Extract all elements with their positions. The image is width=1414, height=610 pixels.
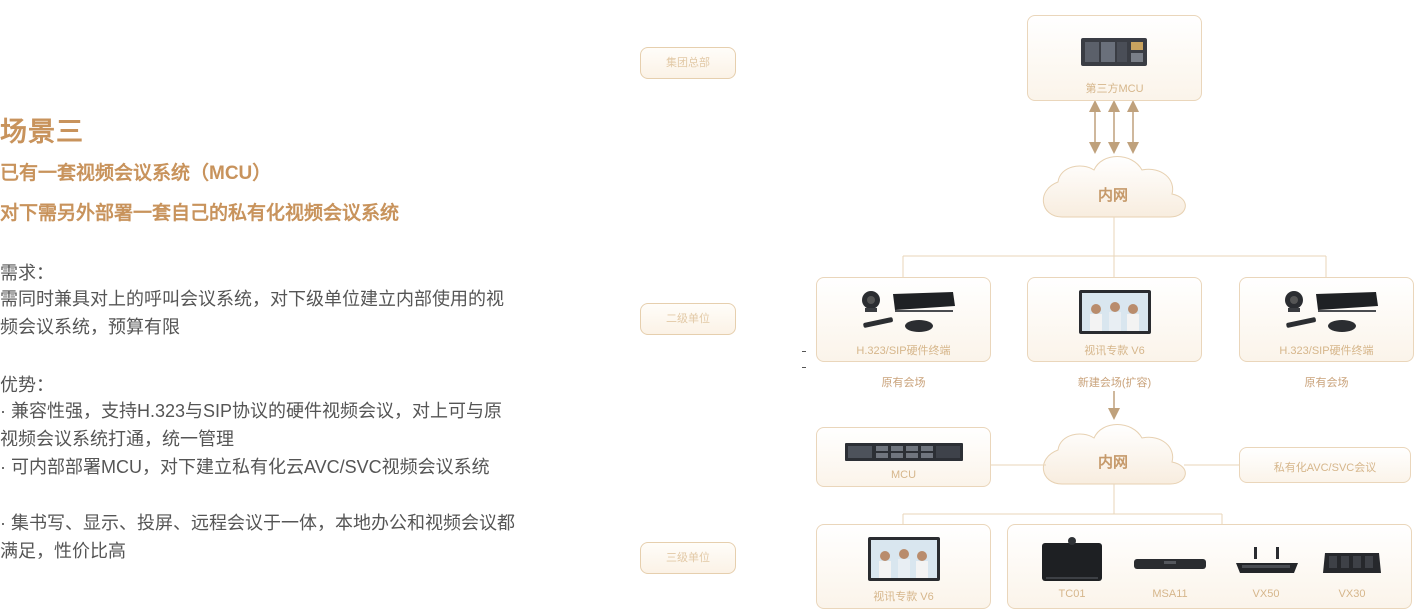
device-label-vx30: VX30 — [1338, 588, 1366, 600]
mcu-label: MCU — [890, 469, 917, 481]
need-label: 需求： — [0, 263, 54, 283]
bottom-v6-box: 视讯专款 V6 — [816, 524, 991, 609]
terminal-center-label: 视讯专款 V6 — [1084, 345, 1145, 357]
terminal-right-box: H.323/SIP硬件终端 — [1239, 277, 1414, 362]
device-label-tc01: TC01 — [1058, 588, 1086, 600]
caption-center: 新建会场(扩容) — [1077, 377, 1152, 389]
device-label-vx50: VX50 — [1252, 588, 1280, 600]
need-text: 需同时兼具对上的呼叫会议系统，对下级单位建立内部使用的视频会议系统，预算有限 — [0, 289, 504, 337]
terminal-right-label: H.323/SIP硬件终端 — [1279, 345, 1374, 357]
display-screen-icon — [868, 537, 940, 581]
private-cloud-label: 私有化AVC/SVC会议 — [1273, 462, 1377, 474]
scene-title: 场景三 — [0, 117, 84, 147]
bottom-v6-label: 视讯专款 V6 — [873, 591, 934, 603]
video-terminal-kit-icon — [862, 291, 955, 332]
terminal-left-box: H.323/SIP硬件终端 — [816, 277, 991, 362]
vx50-router-icon — [1236, 547, 1298, 573]
tier-level2: 二级单位 — [640, 303, 736, 335]
tier-level3: 三级单位 — [640, 542, 736, 574]
server-chassis-icon — [1081, 38, 1147, 66]
video-terminal-kit-icon — [1285, 291, 1378, 332]
terminal-left-label: H.323/SIP硬件终端 — [856, 345, 951, 357]
vx30-box-icon — [1323, 553, 1381, 573]
tier-group-hq: 集团总部 — [640, 47, 736, 79]
third-party-mcu-label: 第三方MCU — [1085, 83, 1144, 95]
subtitle-private-deploy: 对下需另外部署一套自己的私有化视频会议系统 — [0, 203, 400, 224]
dash-mark — [802, 351, 806, 352]
private-cloud-box: 私有化AVC/SVC会议 — [1239, 447, 1411, 483]
dash-mark — [802, 367, 806, 368]
msa11-soundbar-icon — [1134, 559, 1206, 569]
advantage-2: · 可内部部署MCU，对下建立私有化云AVC/SVC视频会议系统 — [0, 457, 490, 477]
terminal-center-box: 视讯专款 V6 — [1027, 277, 1202, 362]
third-party-mcu-box: 第三方MCU — [1027, 15, 1202, 101]
caption-right: 原有会场 — [1304, 377, 1349, 389]
advantage-1: · 兼容性强，支持H.323与SIP协议的硬件视频会议，对上可与原视频会议系统打… — [0, 401, 503, 449]
caption-left: 原有会场 — [881, 377, 926, 389]
cloud-bottom-shape — [1042, 424, 1186, 485]
advantage-3: · 集书写、显示、投屏、远程会议于一体，本地办公和视频会议都满足，性价比高 — [0, 513, 515, 561]
device-group-box: TC01 MSA11 VX50 VX30 — [1007, 524, 1412, 609]
intranet-top-label: 内网 — [1098, 187, 1129, 204]
intranet-bottom-label: 内网 — [1098, 454, 1129, 471]
subtitle-existing-mcu: 已有一套视频会议系统（MCU） — [0, 163, 272, 184]
display-screen-icon — [1079, 290, 1151, 334]
cloud-top-shape — [1042, 156, 1186, 218]
mcu-box: MCU — [816, 427, 991, 487]
device-label-msa11: MSA11 — [1152, 588, 1188, 600]
rack-server-icon — [845, 443, 963, 461]
tc01-device-icon — [1042, 537, 1102, 581]
advantage-label: 优势： — [0, 375, 54, 395]
